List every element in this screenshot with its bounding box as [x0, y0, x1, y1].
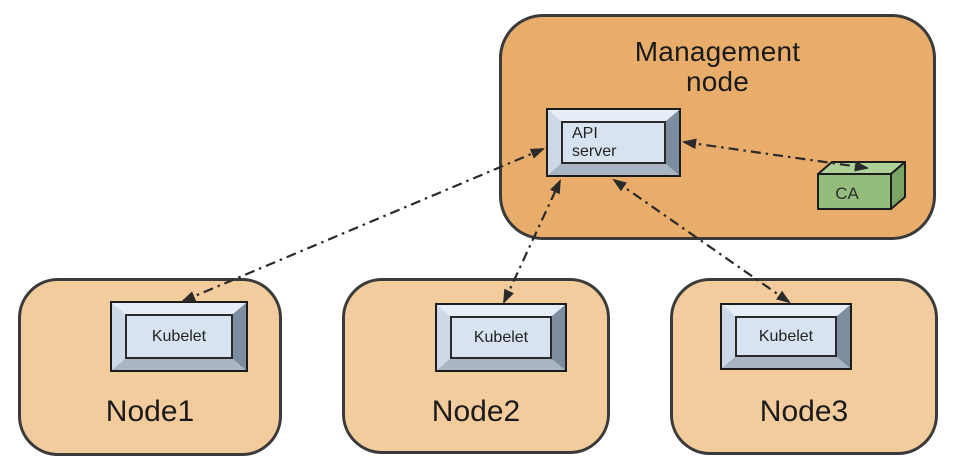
node1-label: Node1 — [105, 395, 195, 428]
node1-kubelet-panel: Kubelet — [125, 314, 233, 359]
ca-front-face — [817, 173, 892, 210]
node3-kubelet-bevel: Kubelet — [722, 305, 850, 368]
management-node: Management node API server CA — [499, 14, 936, 240]
node2-kubelet-label: Kubelet — [473, 328, 529, 346]
node2-kubelet-panel: Kubelet — [450, 316, 552, 359]
node3-kubelet-box: Kubelet — [720, 303, 852, 370]
node2-label: Node2 — [431, 395, 521, 428]
node2: Kubelet Node2 — [342, 278, 610, 454]
node1-kubelet-label: Kubelet — [151, 327, 207, 345]
api-server-label: API server — [572, 124, 617, 160]
node1-kubelet-bevel: Kubelet — [112, 303, 246, 370]
node3-kubelet-label: Kubelet — [758, 327, 814, 345]
node3-kubelet-panel: Kubelet — [735, 316, 837, 357]
node1: Kubelet Node1 — [18, 278, 282, 456]
ca-label: CA — [835, 184, 859, 203]
management-node-label: Management node — [634, 36, 801, 97]
node1-kubelet-box: Kubelet — [110, 301, 248, 372]
ca-box: CA — [817, 161, 906, 210]
node3: Kubelet Node3 — [670, 278, 938, 455]
node3-label: Node3 — [759, 395, 849, 428]
api-server-panel: API server — [561, 121, 666, 164]
node2-kubelet-box: Kubelet — [435, 303, 567, 372]
api-server-bevel: API server — [548, 110, 679, 175]
node2-kubelet-bevel: Kubelet — [437, 305, 565, 370]
api-server-box: API server — [546, 108, 681, 177]
